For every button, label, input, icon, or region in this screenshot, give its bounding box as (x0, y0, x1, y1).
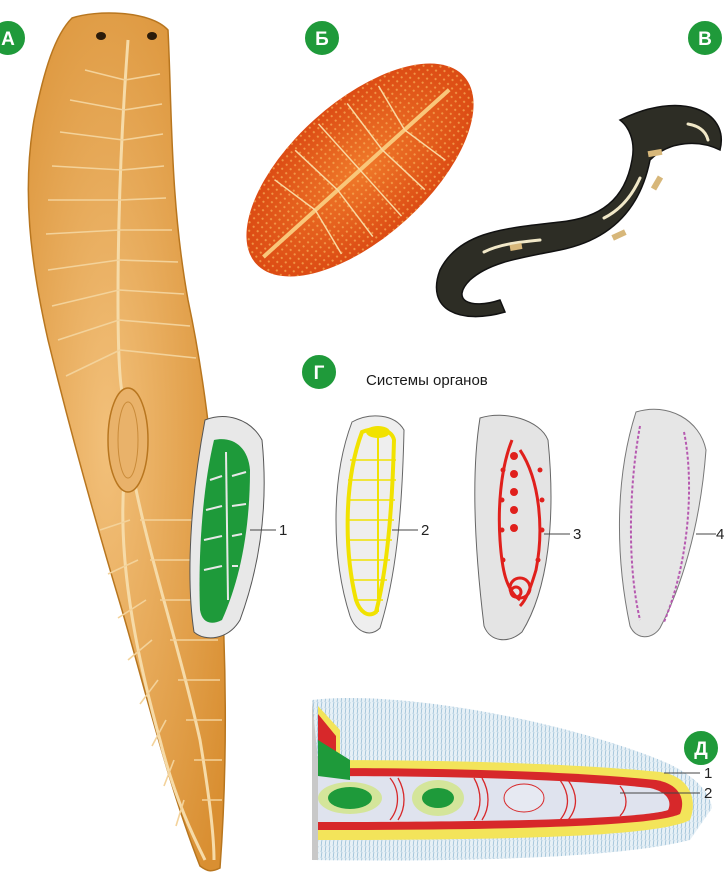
svg-text:В: В (698, 29, 712, 50)
tapeworm-drawing (436, 106, 721, 317)
label-d2: 2 (704, 785, 712, 802)
label-3: 3 (573, 526, 581, 543)
svg-text:Д: Д (694, 739, 708, 760)
label-d1: 1 (704, 765, 712, 782)
svg-text:А: А (1, 29, 15, 50)
badge-c: В (687, 20, 723, 56)
badge-b: Б (304, 20, 340, 56)
reproductive-system-drawing (475, 415, 551, 639)
badge-g: Г (301, 354, 337, 390)
body-wall-cross-section (312, 698, 712, 860)
panel-d-cross-section: Д 1 2 (312, 698, 719, 860)
panel-g-organ-systems: Г Системы органов 2 (301, 354, 724, 640)
label-2: 2 (421, 522, 429, 539)
digestive-system-drawing (190, 417, 264, 638)
label-4: 4 (716, 526, 724, 543)
nervous-system-drawing (336, 416, 404, 633)
planaria-drawing (28, 13, 225, 871)
svg-text:Б: Б (315, 29, 329, 50)
excretory-system-drawing (619, 409, 706, 637)
panel-c-worm: В (436, 20, 723, 317)
badge-d: Д (683, 730, 719, 766)
panel-a-planaria: 1 А (0, 13, 287, 871)
organ-systems-caption: Системы органов (366, 372, 488, 389)
svg-text:Г: Г (314, 363, 325, 384)
label-1: 1 (279, 522, 287, 539)
badge-a: А (0, 20, 26, 56)
